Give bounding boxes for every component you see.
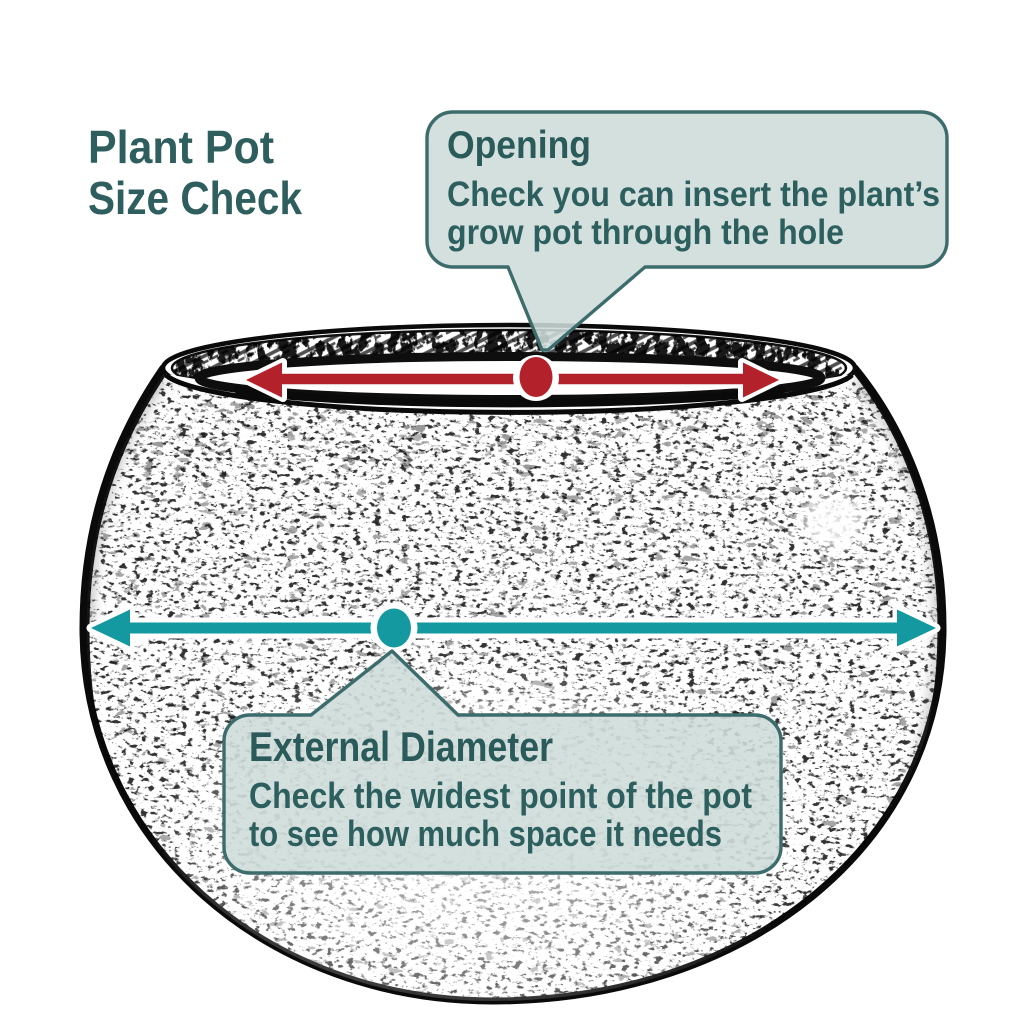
svg-text:grow pot through the hole: grow pot through the hole (447, 213, 844, 252)
svg-text:Size Check: Size Check (88, 172, 302, 224)
svg-text:Check you can insert the plant: Check you can insert the plant’s (447, 175, 940, 214)
svg-text:Check the widest point of the: Check the widest point of the pot (249, 775, 752, 816)
svg-text:to see how much space it needs: to see how much space it needs (249, 813, 722, 854)
svg-text:Opening: Opening (447, 124, 591, 167)
svg-text:External Diameter: External Diameter (249, 723, 553, 770)
svg-text:Plant Pot: Plant Pot (88, 121, 274, 173)
